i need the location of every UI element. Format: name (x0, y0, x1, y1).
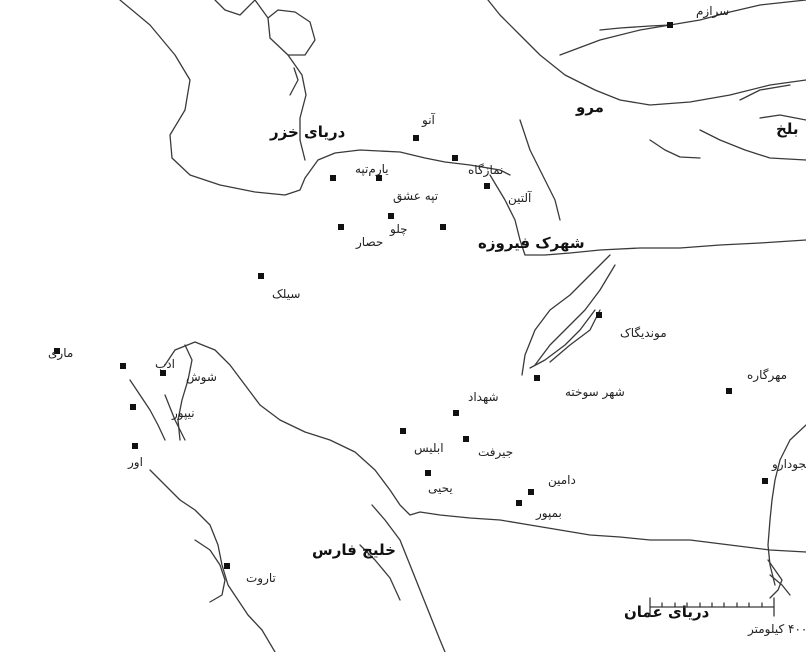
label-mari: ماری (48, 346, 73, 361)
label-tepe-eshgh: تپه عشق (393, 189, 438, 204)
label-yahya: یحیی (428, 481, 453, 495)
site-marker-yarim-tepe (330, 175, 336, 181)
strait-inner (359, 544, 401, 601)
site-marker-bampur (516, 500, 522, 506)
persian-gulf-north-coast (164, 341, 806, 553)
site-marker-tepe-eshgh (376, 175, 382, 181)
site-marker-sialk (258, 273, 264, 279)
river-tigris (177, 344, 193, 441)
label-sarazm: سرازم (696, 4, 729, 19)
site-marker-iblis (400, 428, 406, 434)
label-ur: اور (127, 455, 143, 470)
river-east-upper (739, 84, 791, 101)
river-helmand-3 (529, 309, 596, 369)
label-tarut: تاروت (246, 571, 276, 586)
label-nippur: نیپور (171, 406, 195, 421)
kara-bogaz-gulf (267, 9, 316, 56)
caspian-north-inlet (214, 0, 256, 16)
river-amu-darya (759, 114, 806, 121)
persian-gulf-arabia-inner (194, 539, 226, 603)
site-marker-mohenjo-daro (762, 478, 768, 484)
label-iblis: ابلیس (414, 441, 444, 456)
label-mohenjo-daro: موهنجودارو (771, 457, 806, 472)
label-altyn: آلتین (508, 190, 532, 206)
site-marker-chalo (388, 213, 394, 219)
site-marker-sarazm (667, 22, 673, 28)
site-marker-shahr-e-sukhteh (534, 375, 540, 381)
label-mehrgarh: مهرگاره (747, 368, 787, 383)
river-tedzhen (489, 174, 806, 256)
river-helmand-east (549, 309, 601, 363)
label-bampur: بمپور (535, 506, 562, 521)
river-north-3 (289, 67, 299, 96)
site-marker-mari (54, 348, 60, 354)
scale-bar-label: ۴۰۰ کیلومتر (747, 622, 806, 637)
site-marker-shush (160, 370, 166, 376)
river-balkh-branch-1 (699, 129, 806, 161)
label-persian-gulf: خلیج فارس (312, 541, 396, 559)
site-marker-ur (132, 443, 138, 449)
site-marker-adab (120, 363, 126, 369)
label-mundigak: موندیگاک (620, 326, 667, 341)
label-jiroft: جیرفت (478, 445, 513, 460)
label-shush: شوش (186, 370, 217, 385)
site-marker-damin (528, 489, 534, 495)
scale-bar (649, 597, 775, 617)
label-balkh: بلخ (776, 120, 799, 138)
site-marker-hesar (338, 224, 344, 230)
label-caspian-sea: دریای خزر (269, 123, 346, 141)
river-north-2 (559, 0, 806, 56)
site-marker-yahya (425, 470, 431, 476)
label-adab: ادب (155, 357, 175, 371)
river-karun (164, 394, 186, 441)
site-marker-shahr-e-firouzeh (440, 224, 446, 230)
river-helmand-2 (534, 264, 616, 366)
site-marker-altyn (484, 183, 490, 189)
label-merv: مرو (575, 98, 604, 116)
caspian-sea-west-shore (254, 0, 307, 161)
label-yarim-tepe: یارم‌تپه (355, 162, 389, 177)
site-marker-nippur (130, 404, 136, 410)
site-marker-mehrgarh (726, 388, 732, 394)
indus-delta-2 (769, 574, 791, 596)
river-north-1 (487, 0, 806, 106)
label-anau: آنو (421, 112, 436, 128)
label-hesar: حصار (355, 235, 383, 250)
site-marker-shahdad (453, 410, 459, 416)
river-euphrates (129, 379, 166, 441)
indus-river (767, 424, 806, 586)
label-damin: دامین (548, 473, 576, 488)
site-marker-namazga (452, 155, 458, 161)
persian-gulf-south-coast (149, 469, 276, 652)
caspian-sea-coastline (119, 0, 511, 196)
label-shahdad: شهداد (468, 390, 499, 404)
site-marker-mundigak (596, 312, 602, 318)
river-sarazm (599, 24, 671, 31)
river-merv (519, 119, 561, 221)
indus-delta-1 (767, 559, 783, 599)
strait-hormuz (371, 504, 446, 652)
label-sea-of-oman: دریای عمان (624, 603, 710, 621)
label-shahr-e-firouzeh: شهرک فیروزه (478, 234, 585, 252)
site-marker-anau (413, 135, 419, 141)
river-balkh-branch-2 (649, 139, 701, 159)
site-marker-jiroft (463, 436, 469, 442)
site-marker-tarut (224, 563, 230, 569)
label-sialk: سیلک (272, 287, 300, 301)
label-chalo: چلو (389, 222, 408, 237)
river-helmand-1 (521, 254, 611, 376)
label-namazga: نمازگاه (468, 163, 503, 178)
label-shahr-e-sukhteh: شهر سوخته (565, 385, 625, 400)
